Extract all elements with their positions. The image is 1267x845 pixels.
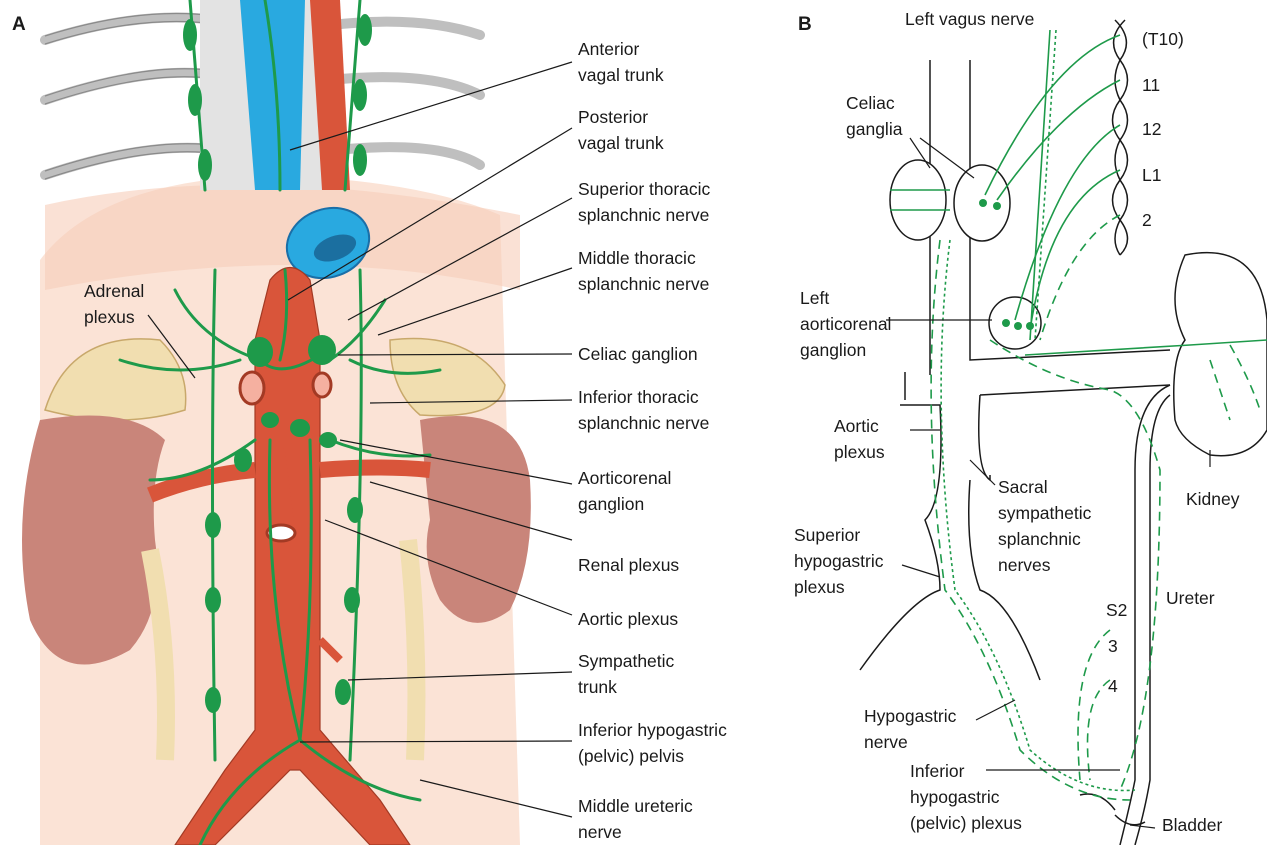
label-bladder: Bladder	[1162, 812, 1222, 838]
right-ureter	[408, 540, 416, 760]
kidney-outline	[1174, 253, 1267, 456]
spinal-level-12: 12	[1142, 116, 1161, 142]
spinal-chain	[1113, 20, 1128, 255]
sacral-level-3: 3	[1108, 633, 1118, 659]
spinal-level-2: 2	[1142, 207, 1152, 233]
label-left-vagus-nerve: Left vagus nerve	[905, 6, 1034, 32]
left-kidney	[22, 416, 165, 665]
celiac-ganglion-left	[890, 160, 946, 240]
label-renal-plexus: Renal plexus	[578, 552, 679, 578]
aorticorenal-ganglion-left	[989, 297, 1041, 349]
spinal-level-11: 11	[1142, 72, 1160, 98]
spinal-level-l1: L1	[1142, 162, 1161, 188]
spinal-level-t10: (T10)	[1142, 26, 1184, 52]
right-kidney	[420, 416, 531, 623]
label-ureter: Ureter	[1166, 585, 1215, 611]
ureter-outline	[1120, 385, 1170, 845]
label-kidney: Kidney	[1186, 486, 1240, 512]
label-aortic-plexus: Aortic plexus	[578, 606, 678, 632]
sacral-level-4: 4	[1108, 673, 1118, 699]
label-celiac-ganglion: Celiac ganglion	[578, 341, 698, 367]
label-inferior-hypogastric-pelvis: Inferior hypogastric(pelvic) pelvis	[578, 717, 727, 769]
aorta-outline	[860, 60, 1170, 680]
sacral-level-s2: S2	[1106, 597, 1127, 623]
panel-a: A	[0, 0, 780, 845]
panel-b: B	[790, 0, 1267, 845]
